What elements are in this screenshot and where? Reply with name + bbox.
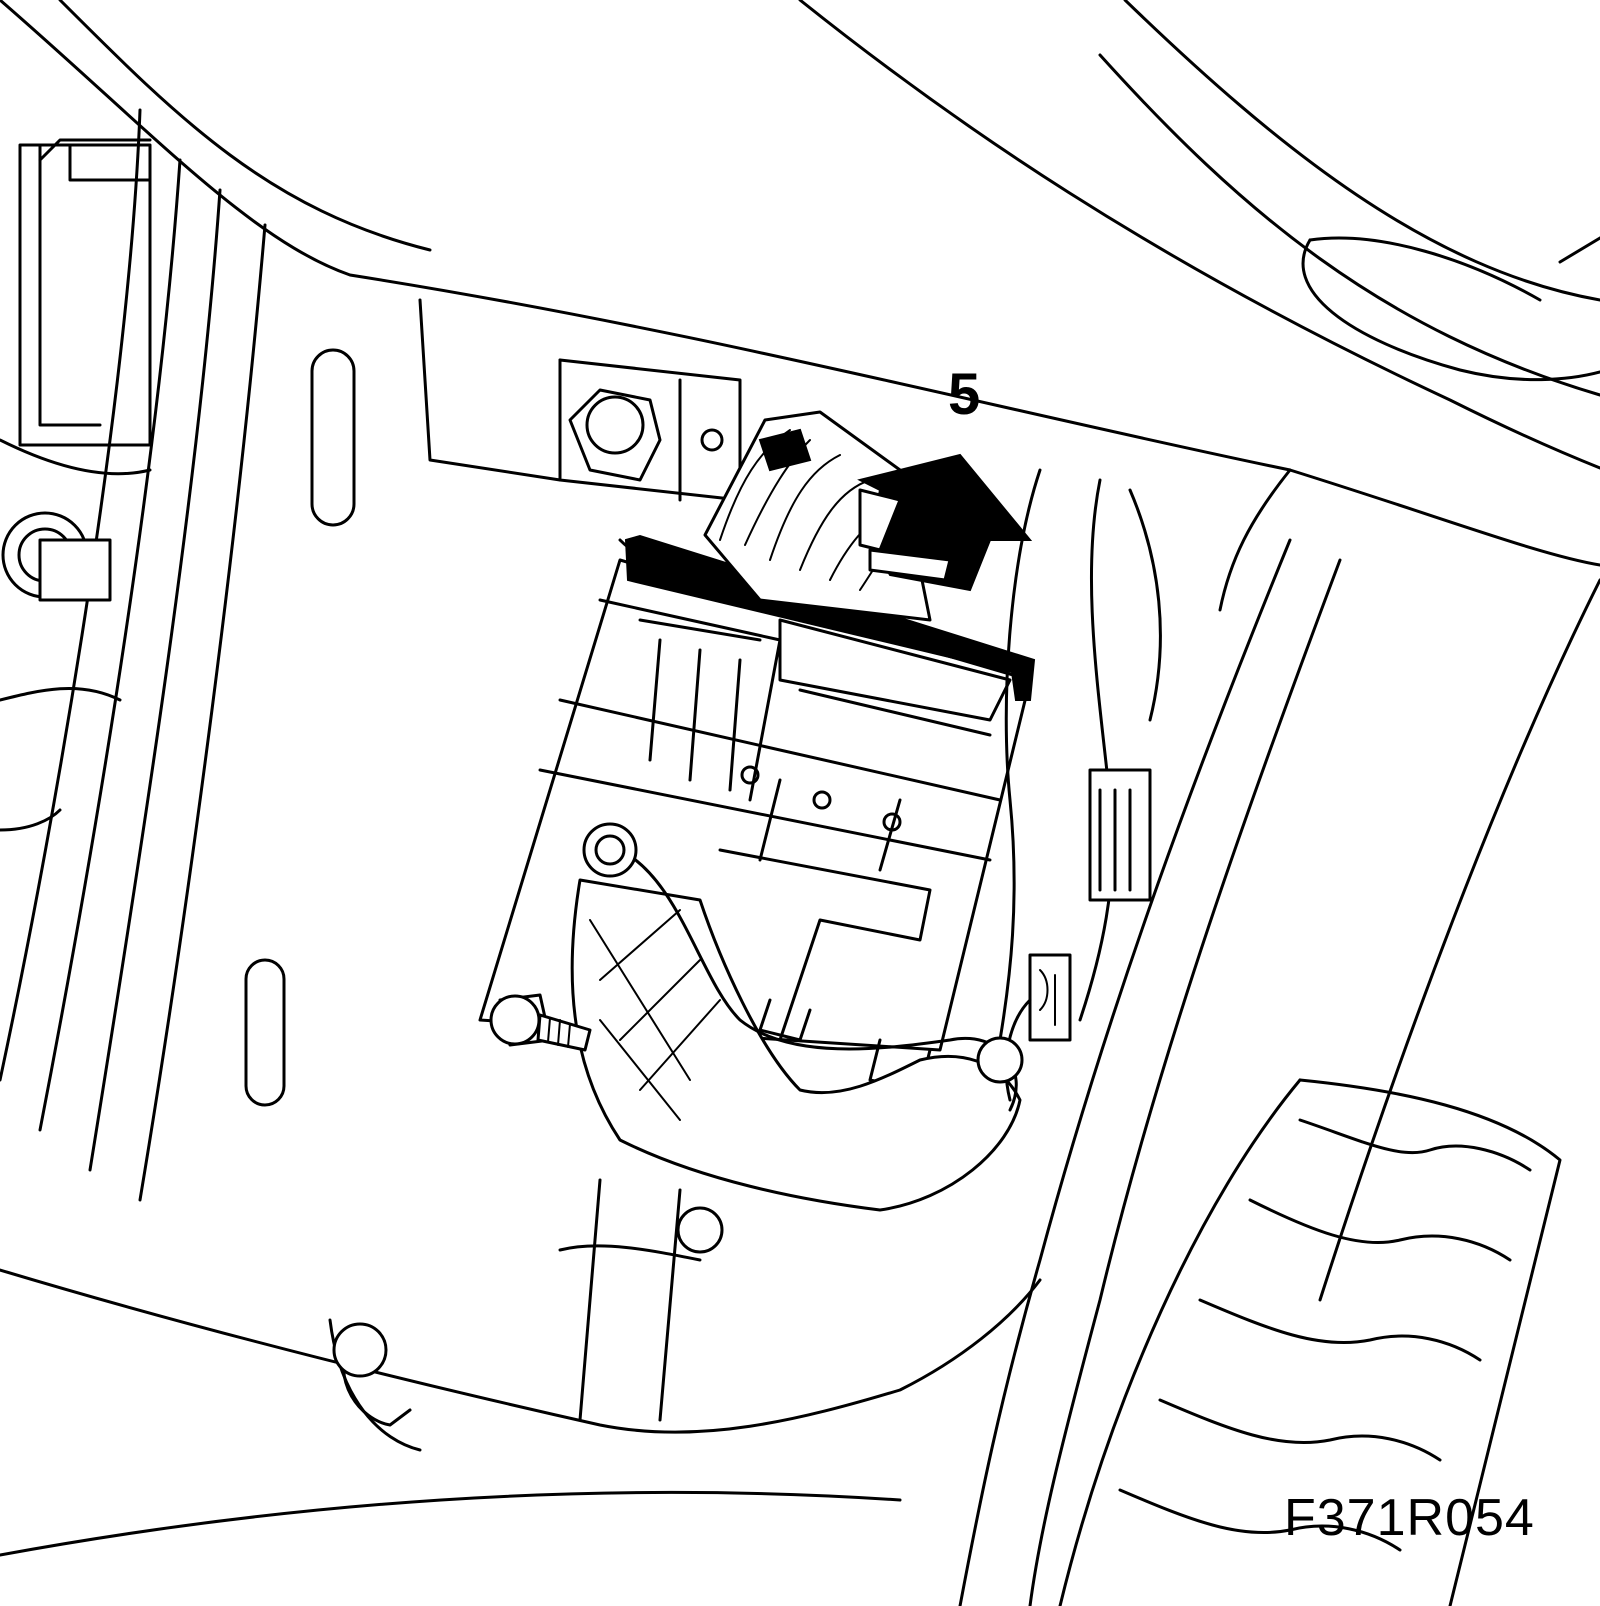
mounting-bracket [558, 358, 742, 502]
accelerator-pedal [958, 538, 1600, 1606]
side-connector [976, 468, 1162, 1102]
callout-number: 5 [948, 362, 981, 427]
arrow-up-right-icon [857, 453, 1033, 592]
lower-harness [489, 822, 1022, 1422]
dashboard-panel [0, 0, 1600, 612]
left-pillar [0, 108, 267, 1202]
panel-slots [244, 348, 356, 1107]
control-module [478, 534, 1036, 1092]
figure-reference-code: F371R054 [1284, 1489, 1535, 1547]
